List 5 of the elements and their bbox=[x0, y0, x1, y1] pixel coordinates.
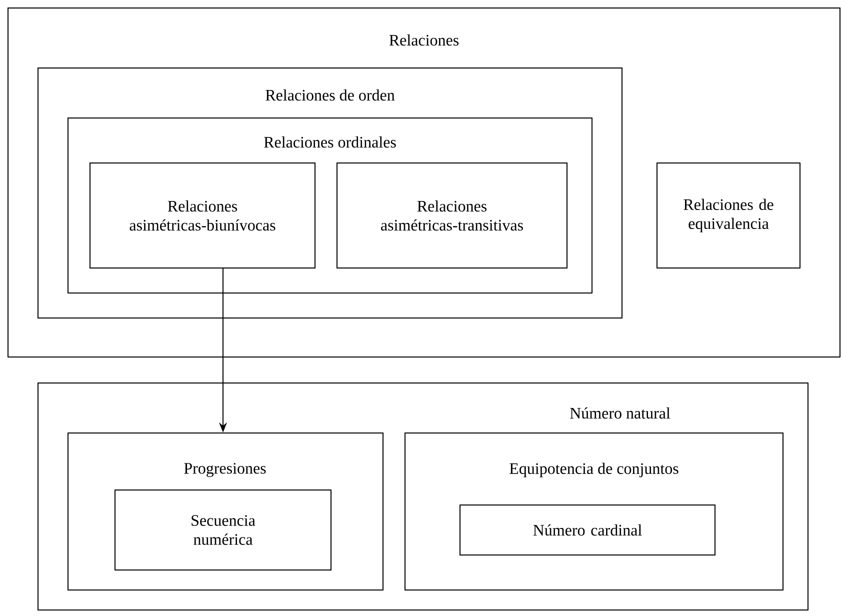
term-box: Número cardinal bbox=[460, 504, 716, 556]
term-box: Relaciones asimétricas-biunívocas bbox=[90, 162, 316, 268]
term-box: Relaciones asimétricas-transitivas bbox=[336, 162, 568, 268]
term-box: Relaciones de equivalencia bbox=[656, 162, 800, 268]
term-box: Secuencia numérica bbox=[114, 490, 332, 570]
